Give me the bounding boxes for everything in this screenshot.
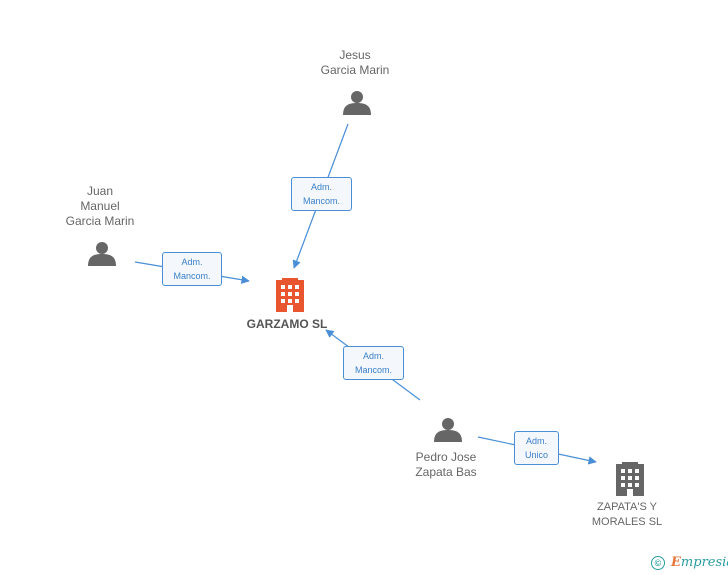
person-label-juan[interactable]: Juan Manuel Garcia Marin	[66, 184, 135, 229]
edge-label-juan-garzamo[interactable]: Adm. Mancom.	[162, 252, 222, 286]
name-line: Garcia Marin	[320, 63, 390, 77]
name-line: ZAPATA'S Y	[597, 501, 657, 513]
brand-logo: Empresia	[671, 555, 728, 570]
brand-rest: mpresia	[680, 555, 728, 570]
label-line: Adm.	[181, 257, 203, 267]
label-line: Mancom.	[173, 271, 211, 281]
name-line: Juan	[86, 184, 114, 198]
brand-initial: E	[671, 555, 681, 570]
person-icon[interactable]	[88, 242, 116, 266]
label-line: Mancom.	[354, 365, 392, 375]
person-label-jesus[interactable]: Jesus Garcia Marin	[321, 48, 390, 78]
name-line: Garcia Marin	[65, 214, 135, 228]
copyright-icon: ©	[651, 556, 665, 570]
person-icon[interactable]	[434, 418, 462, 442]
name-line: Zapata Bas	[415, 465, 477, 479]
label-line: Adm.	[525, 436, 547, 446]
edge-label-pedro-zapatas[interactable]: Adm. Unico	[514, 431, 559, 465]
building-icon[interactable]	[276, 278, 304, 312]
company-label-garzamo[interactable]: GARZAMO SL	[247, 317, 328, 332]
label-line: Adm.	[310, 182, 332, 192]
name-line: Manuel	[80, 199, 120, 213]
building-icon[interactable]	[616, 462, 644, 496]
label-line: Adm.	[362, 351, 384, 361]
person-icon[interactable]	[343, 91, 371, 115]
person-label-pedro[interactable]: Pedro Jose Zapata Bas	[415, 450, 476, 480]
name-line: MORALES SL	[591, 516, 663, 528]
edge-label-pedro-garzamo[interactable]: Adm. Mancom.	[343, 346, 404, 380]
edge-label-jesus-garzamo[interactable]: Adm. Mancom.	[291, 177, 352, 211]
name-line: Pedro Jose	[415, 450, 477, 464]
label-line: Mancom.	[302, 196, 340, 206]
label-line: Unico	[524, 450, 548, 460]
name-line: Jesus	[339, 48, 371, 62]
name-line: GARZAMO SL	[246, 317, 328, 331]
company-label-zapatas[interactable]: ZAPATA'S Y MORALES SL	[592, 500, 662, 530]
